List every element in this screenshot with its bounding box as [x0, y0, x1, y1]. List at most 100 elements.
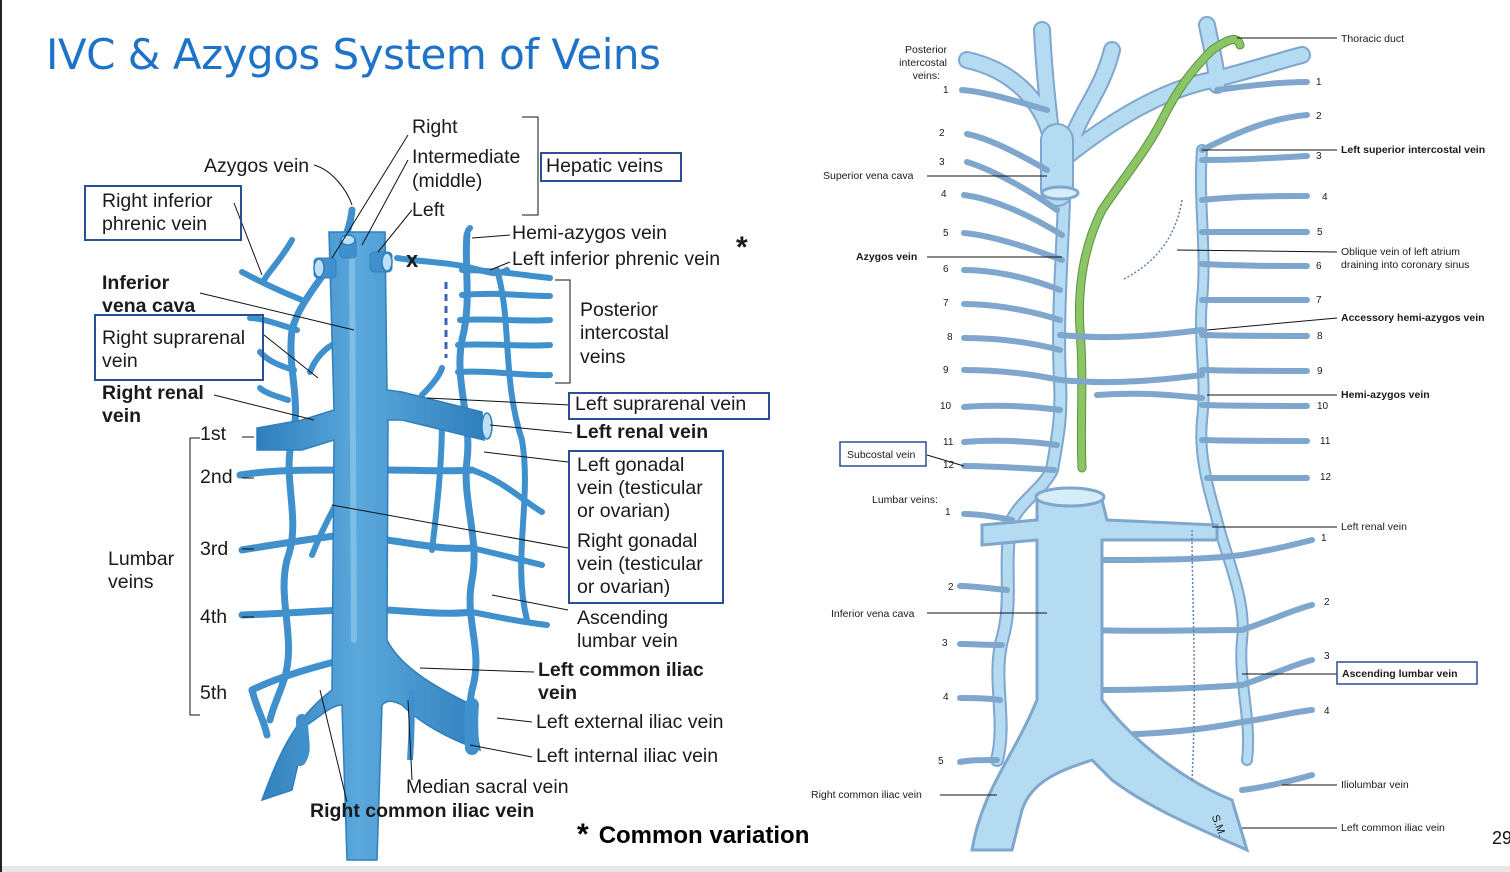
label-right-hepatic: Right — [412, 116, 458, 138]
right-ic-number: 6 — [943, 264, 949, 275]
label-lumbar-1st: 1st — [200, 423, 227, 445]
footnote-asterisk: * — [577, 818, 589, 851]
label-left-hepatic: Left — [412, 199, 445, 221]
label-posterior-intercostal-2: intercostal — [580, 322, 669, 344]
label-right-renal-2: vein — [102, 405, 142, 427]
label-lumbar-2nd: 2nd — [200, 466, 233, 488]
label-left-suprarenal: Left suprarenal vein — [575, 393, 747, 415]
label-right-common-iliac: Right common iliac vein — [310, 800, 535, 822]
left-lum-number: 3 — [1324, 651, 1330, 662]
label-posterior-intercostal-1: Posterior — [580, 299, 659, 321]
label-left-common-iliac-2: vein — [538, 682, 578, 704]
r-label-subcostal-vein: Subcostal vein — [847, 449, 916, 461]
r-label-iliolumbar: Iliolumbar vein — [1341, 779, 1409, 791]
label-right-renal-1: Right renal — [102, 382, 204, 404]
left-lum-number: 2 — [1324, 597, 1330, 608]
r-label-superior-vena-cava: Superior vena cava — [823, 170, 914, 182]
right-lum-number: 1 — [945, 507, 951, 518]
label-ivc-1: Inferior — [102, 272, 170, 294]
right-lum-number: 5 — [938, 756, 944, 767]
r-label-oblique-vein-1: Oblique vein of left atrium — [1341, 246, 1461, 258]
right-ic-number: 9 — [943, 365, 949, 376]
right-ic-number: 7 — [943, 298, 949, 309]
right-ic-number: 12 — [943, 460, 955, 471]
left-ic-number: 1 — [1316, 77, 1322, 88]
label-left-gonadal-2: vein (testicular — [577, 477, 703, 499]
label-ascending-lumbar-1: Ascending — [577, 607, 669, 629]
bottom-bar — [2, 866, 1510, 872]
label-left-gonadal-3: or ovarian) — [577, 500, 671, 522]
r-label-posterior-intercostal-3: veins: — [912, 70, 940, 82]
left-ic-number: 11 — [1320, 436, 1331, 447]
r-label-azygos-vein: Azygos vein — [856, 251, 918, 263]
label-left-internal-iliac: Left internal iliac vein — [536, 745, 719, 767]
label-left-gonadal-1: Left gonadal — [577, 454, 685, 476]
label-posterior-intercostal-3: veins — [580, 346, 626, 368]
label-lumbar-4th: 4th — [200, 606, 228, 628]
left-lum-number: 1 — [1321, 533, 1327, 544]
left-ic-number: 10 — [1317, 401, 1329, 412]
hepatic-veins-box — [540, 152, 682, 182]
right-ic-number: 11 — [943, 437, 954, 448]
r-label-thoracic-duct: Thoracic duct — [1341, 33, 1405, 45]
gonadal-veins-box — [568, 450, 724, 604]
right-lum-number: 3 — [942, 638, 948, 649]
r-label-ascending-lumbar: Ascending lumbar vein — [1342, 668, 1458, 680]
label-middle-hepatic: (middle) — [412, 170, 483, 192]
label-left-renal: Left renal vein — [576, 421, 709, 443]
label-azygos-vein: Azygos vein — [204, 155, 310, 177]
label-lumbar-veins-2: veins — [108, 571, 154, 593]
label-intermediate-hepatic: Intermediate — [412, 146, 521, 168]
left-ic-number: 12 — [1320, 472, 1332, 483]
right-ic-number: 5 — [943, 228, 949, 239]
label-right-gonadal-2: vein (testicular — [577, 553, 703, 575]
slide-title: IVC & Azygos System of Veins — [46, 30, 661, 79]
right-ic-number: 10 — [940, 401, 952, 412]
label-median-sacral: Median sacral vein — [406, 776, 569, 798]
left-suprarenal-box — [568, 392, 770, 420]
right-ic-number: 2 — [939, 128, 945, 139]
r-label-posterior-intercostal-1: Posterior — [904, 44, 947, 56]
label-right-gonadal-3: or ovarian) — [577, 576, 671, 598]
r-label-oblique-vein-2: draining into coronary sinus — [1341, 259, 1470, 271]
variation-asterisk: * — [736, 231, 748, 264]
label-left-external-iliac: Left external iliac vein — [536, 711, 724, 733]
label-right-inferior-phrenic-1: Right inferior — [102, 190, 213, 212]
page-number: 29 — [1492, 828, 1510, 848]
right-ic-number: 8 — [947, 332, 953, 343]
label-lumbar-veins-1: Lumbar — [108, 548, 175, 570]
right-suprarenal-box — [94, 314, 264, 381]
r-label-accessory-hemi-azygos: Accessory hemi-azygos vein — [1341, 312, 1485, 324]
r-label-inferior-vena-cava: Inferior vena cava — [831, 608, 915, 620]
label-hemi-azygos-vein: Hemi-azygos vein — [512, 222, 667, 244]
r-label-left-renal: Left renal vein — [1341, 521, 1407, 533]
r-label-posterior-intercostal-2: intercostal — [899, 57, 947, 69]
left-ic-number: 2 — [1316, 111, 1322, 122]
label-hepatic-veins: Hepatic veins — [546, 155, 664, 177]
left-ic-number: 7 — [1316, 295, 1322, 306]
label-right-suprarenal-1: Right suprarenal — [102, 327, 246, 349]
right-ic-number: 1 — [943, 85, 949, 96]
footnote-text: Common variation — [598, 822, 810, 849]
left-ic-number: 8 — [1317, 331, 1323, 342]
left-ic-number: 6 — [1316, 261, 1322, 272]
right-ic-number: 3 — [939, 157, 945, 168]
label-ivc-2: vena cava — [102, 295, 196, 317]
right-ic-number: 4 — [941, 189, 947, 200]
left-ic-number: 3 — [1316, 151, 1322, 162]
left-ic-number: 5 — [1317, 227, 1323, 238]
r-label-lumbar-veins: Lumbar veins: — [872, 494, 938, 506]
r-label-left-superior-intercostal: Left superior intercostal vein — [1341, 144, 1486, 156]
r-label-left-common-iliac: Left common iliac vein — [1341, 822, 1445, 834]
label-right-inferior-phrenic-2: phrenic vein — [102, 213, 208, 235]
left-ic-number: 9 — [1317, 366, 1323, 377]
x-mark: x — [406, 247, 419, 272]
right-inferior-phrenic-box — [84, 185, 242, 241]
right-lum-number: 2 — [948, 582, 954, 593]
footnote: * Common variation — [577, 818, 810, 856]
label-ascending-lumbar-2: lumbar vein — [577, 630, 678, 652]
r-label-hemi-azygos: Hemi-azygos vein — [1341, 389, 1430, 401]
